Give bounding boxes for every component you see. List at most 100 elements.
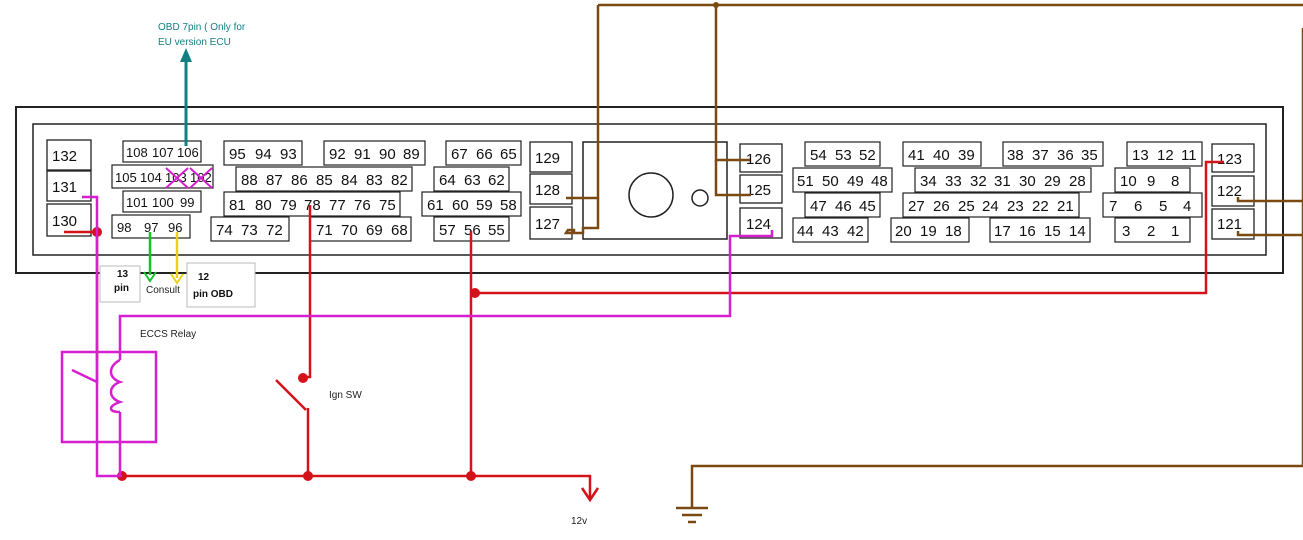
magenta-wire-pin-124 xyxy=(118,230,774,360)
pin-95: 95 xyxy=(229,146,246,163)
pin-27: 27 xyxy=(908,198,925,215)
brown-wire-pin-127 xyxy=(563,198,600,235)
brown-wire-pin-125 xyxy=(714,160,751,197)
pin-61: 61 xyxy=(427,197,444,214)
callout-13pin: 13 pin xyxy=(99,265,141,303)
pin-123: 123 xyxy=(1217,151,1242,168)
ecu-outer-housing xyxy=(15,106,1284,274)
pin-37: 37 xyxy=(1032,147,1049,164)
pin-24: 24 xyxy=(982,198,999,215)
pin-127: 127 xyxy=(535,216,560,233)
pin-19: 19 xyxy=(920,223,937,240)
ground-symbol xyxy=(676,506,708,524)
ign-sw-label: Ign SW xyxy=(329,390,362,401)
pin-99: 99 xyxy=(180,195,194,210)
pin-50: 50 xyxy=(822,173,839,190)
pin-56: 56 xyxy=(464,222,481,239)
pin-60: 60 xyxy=(452,197,469,214)
pin-group-121-123: 123 122 121 xyxy=(1211,143,1255,240)
pin-107: 107 xyxy=(152,145,174,160)
pin-43: 43 xyxy=(822,223,839,240)
brown-wire-pin-122 xyxy=(1236,197,1303,203)
pin-23: 23 xyxy=(1007,198,1024,215)
brown-wires xyxy=(563,3,1303,524)
pin-44: 44 xyxy=(797,223,814,240)
pin-16: 16 xyxy=(1019,223,1036,240)
pin-73: 73 xyxy=(241,222,258,239)
pin-68: 68 xyxy=(391,222,408,239)
pin-89: 89 xyxy=(403,146,420,163)
pin-21: 21 xyxy=(1057,198,1074,215)
pin-10: 10 xyxy=(1120,173,1137,190)
pin-30: 30 xyxy=(1019,173,1036,190)
pin-2: 2 xyxy=(1147,223,1155,240)
callout-12pin-obd: 12 pin OBD xyxy=(186,262,256,308)
pin-group-55-67: 67 66 65 64 63 62 61 60 59 58 57 56 55 xyxy=(421,140,522,242)
pin-94: 94 xyxy=(255,146,272,163)
mounting-hole-large xyxy=(628,172,674,218)
pin-35: 35 xyxy=(1081,147,1098,164)
pin-93: 93 xyxy=(280,146,297,163)
pin-65: 65 xyxy=(500,146,517,163)
pin-39: 39 xyxy=(958,147,975,164)
pin-row-frame xyxy=(421,191,522,217)
pin-46: 46 xyxy=(835,198,852,215)
callout-box xyxy=(99,265,141,303)
removed-pins-x-marks xyxy=(165,167,213,189)
magenta-wire-pin-131 xyxy=(82,195,99,232)
pin-25: 25 xyxy=(958,198,975,215)
pin-54: 54 xyxy=(810,147,827,164)
pin-129: 129 xyxy=(535,150,560,167)
pin-group-1-13: 13 12 11 10 9 8 7 6 5 4 3 2 1 xyxy=(1102,141,1203,243)
pin-128: 128 xyxy=(535,182,560,199)
pin-cell xyxy=(739,143,783,173)
pin-row-frame xyxy=(989,217,1091,243)
yellow-arrowhead xyxy=(170,273,184,285)
pin-group-96-108: 108 107 106 105 104 103 102 101 100 99 9… xyxy=(111,140,214,239)
pin-row-frame xyxy=(445,140,522,166)
relay-contact-arm xyxy=(71,360,99,384)
brown-wire-pin-128 xyxy=(566,5,600,200)
pin-33: 33 xyxy=(945,173,962,190)
pin-126: 126 xyxy=(746,151,771,168)
green-arrowhead xyxy=(143,271,157,283)
pin-59: 59 xyxy=(476,197,493,214)
pin-row-frame xyxy=(122,190,202,213)
pin-72: 72 xyxy=(266,222,283,239)
pin-row-frame xyxy=(902,141,982,167)
teal-arrowhead xyxy=(180,48,192,62)
pin-40: 40 xyxy=(933,147,950,164)
pin-90: 90 xyxy=(379,146,396,163)
red-wire-pin-78 xyxy=(302,205,312,379)
pin-14: 14 xyxy=(1069,223,1086,240)
pin-row-frame xyxy=(890,217,970,243)
pin-131: 131 xyxy=(52,179,77,196)
pin-91: 91 xyxy=(354,146,371,163)
pin-row-frame xyxy=(433,166,510,192)
brown-junction-top xyxy=(713,2,719,8)
eccs-relay-box xyxy=(60,350,158,444)
pin-82: 82 xyxy=(391,172,408,189)
pin-group-14-41: 41 40 39 38 37 36 35 34 33 32 31 30 29 2… xyxy=(890,141,1104,243)
pin-row-frame xyxy=(902,192,1080,218)
pin-52: 52 xyxy=(859,147,876,164)
pin-105: 105 xyxy=(115,170,137,185)
connector-center-block xyxy=(582,141,728,240)
pin-18: 18 xyxy=(945,223,962,240)
pin-130: 130 xyxy=(52,213,77,230)
ign-switch-blade xyxy=(275,379,307,411)
pin-row-frame xyxy=(804,192,881,218)
pin-53: 53 xyxy=(835,147,852,164)
pin-87: 87 xyxy=(266,172,283,189)
pin-cell xyxy=(529,173,573,205)
pin-cell xyxy=(529,141,573,173)
pin-132: 132 xyxy=(52,148,77,165)
pin-32: 32 xyxy=(970,173,987,190)
pin-96: 96 xyxy=(168,220,182,235)
callout-box xyxy=(186,262,256,308)
pin-121: 121 xyxy=(1217,216,1242,233)
pin13-label-line2: pin xyxy=(114,283,129,294)
ecu-inner-housing xyxy=(32,123,1267,256)
pin-cell xyxy=(529,206,573,240)
